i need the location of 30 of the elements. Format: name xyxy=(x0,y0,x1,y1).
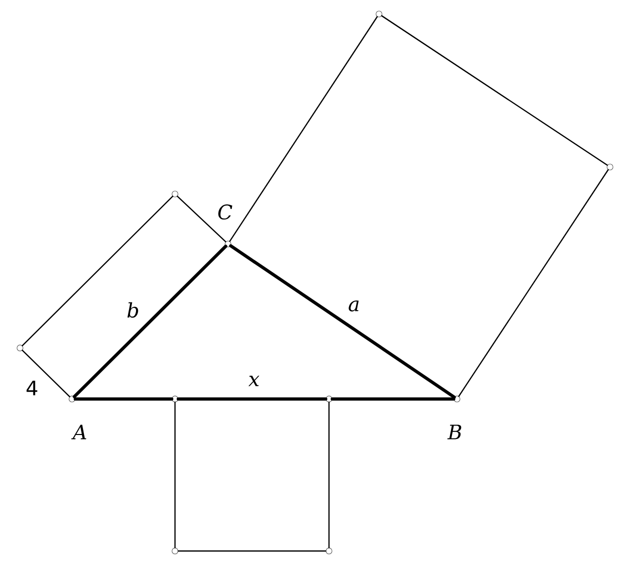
square-side xyxy=(178,550,326,552)
vertex-point xyxy=(172,548,178,554)
point-label: B xyxy=(447,424,462,440)
vertex-point xyxy=(172,190,178,198)
triangle-side xyxy=(74,397,174,401)
edge-label: a xyxy=(348,300,359,312)
square-side xyxy=(176,196,226,242)
triangle-side xyxy=(176,397,328,401)
vertex-point xyxy=(224,240,232,248)
triangle-side xyxy=(72,244,228,398)
vertex-point xyxy=(454,396,460,402)
square-side xyxy=(22,196,174,346)
point-label: A xyxy=(71,424,86,440)
triangle-side xyxy=(330,397,456,401)
triangle-side xyxy=(229,244,456,399)
vertex-point xyxy=(326,548,332,554)
square-side xyxy=(229,16,378,242)
vertex-point xyxy=(68,396,76,402)
square-side xyxy=(174,402,176,548)
square-side xyxy=(328,402,330,548)
vertex-point xyxy=(376,10,382,18)
edge-label: b xyxy=(127,302,138,318)
number-label: 4 xyxy=(26,380,38,396)
vertex-point xyxy=(606,164,614,170)
square-side xyxy=(458,169,609,397)
point-label: C xyxy=(218,204,232,220)
square-side xyxy=(381,15,608,166)
vertex-point xyxy=(16,344,24,352)
edge-label: x xyxy=(248,376,260,386)
square-side xyxy=(22,350,70,398)
